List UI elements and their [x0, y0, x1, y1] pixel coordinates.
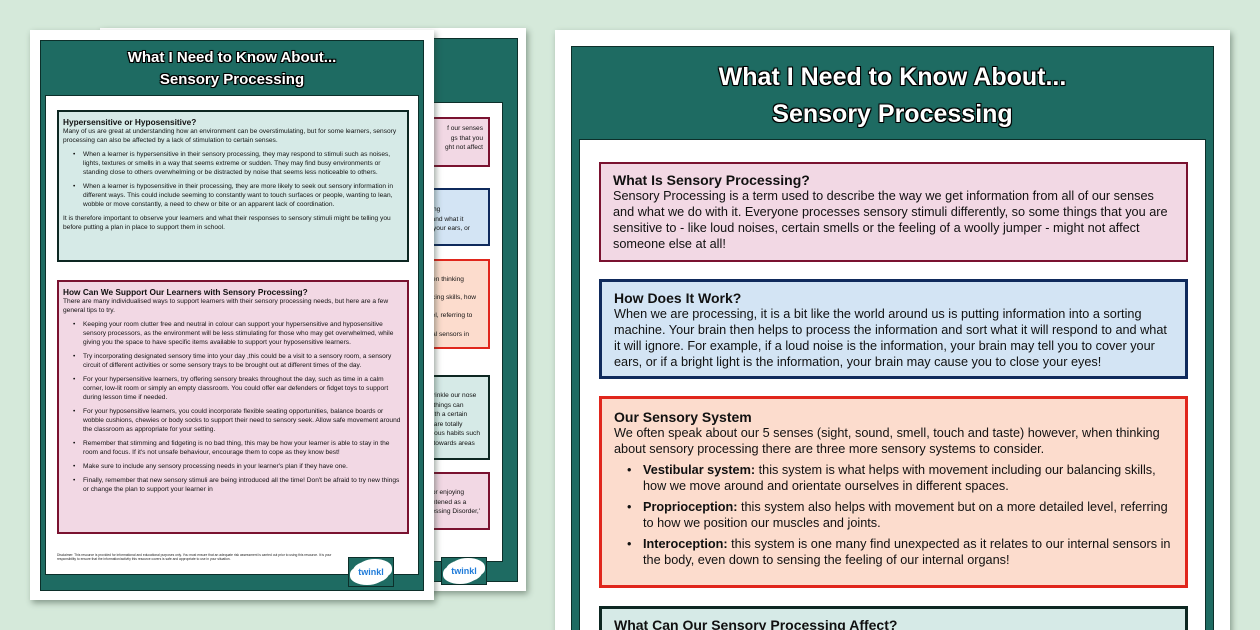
- page-frame: What I Need to Know About... Sensory Pro…: [40, 40, 424, 591]
- worksheet-page-1[interactable]: What I Need to Know About... Sensory Pro…: [30, 30, 434, 600]
- page-inner: What Is Sensory Processing? Sensory Proc…: [579, 139, 1206, 630]
- bullet-item: Finally, remember that new sensory stimu…: [63, 476, 403, 494]
- how-does-it-work-section: How Does It Work? When we are processing…: [599, 279, 1188, 379]
- bullet-list: Keeping your room clutter free and neutr…: [63, 320, 403, 494]
- section-heading: What Can Our Sensory Processing Affect?: [614, 617, 898, 630]
- bullet-item: When a learner is hyposensitive in their…: [63, 182, 403, 209]
- bullet-item-proprioception: Proprioception: this system also helps w…: [614, 499, 1173, 531]
- section-body: When we are processing, it is a bit like…: [614, 307, 1167, 369]
- bullet-item: Try incorporating designated sensory tim…: [63, 352, 403, 370]
- section-heading: What Is Sensory Processing?: [613, 172, 810, 188]
- page-frame: What I Need to Know About... Sensory Pro…: [571, 46, 1214, 630]
- bullet-item-vestibular: Vestibular system: this system is what h…: [614, 462, 1173, 494]
- support-section: How Can We Support Our Learners with Sen…: [57, 280, 409, 534]
- section-heading: How Does It Work?: [614, 290, 742, 306]
- bullet-item: When a learner is hypersensitive in thei…: [63, 150, 403, 177]
- disclaimer-text: Disclaimer: This resource is provided fo…: [57, 553, 332, 562]
- section-heading: Hypersensitive or Hyposensitive?: [63, 117, 197, 127]
- worksheet-page-3[interactable]: What I Need to Know About... Sensory Pro…: [555, 30, 1230, 630]
- bullet-item-interoception: Interoception: this system is one many f…: [614, 536, 1173, 568]
- bullet-item: For your hyposensitive learners, you cou…: [63, 407, 403, 434]
- page-title: What I Need to Know About... Sensory Pro…: [127, 49, 337, 88]
- section-heading: Our Sensory System: [614, 409, 752, 425]
- page-inner: Hypersensitive or Hyposensitive? Many of…: [45, 95, 419, 575]
- section-intro: There are many individualised ways to su…: [63, 298, 389, 314]
- peek-text: wrinkle our nose s things can with a cer…: [428, 392, 480, 447]
- peek-text: , or enjoying ghtened as a cessing Disor…: [428, 489, 480, 516]
- twinkl-logo-tab: twinkl: [348, 557, 394, 587]
- bullet-item: For your hypersensitive learners, try of…: [63, 375, 403, 402]
- bullet-list: When a learner is hypersensitive in thei…: [63, 150, 403, 209]
- bullet-list: Vestibular system: this system is what h…: [614, 462, 1173, 568]
- what-can-it-affect-section: What Can Our Sensory Processing Affect?: [599, 606, 1188, 630]
- bullet-item: Remember that stimming and fidgeting is …: [63, 439, 403, 457]
- hypersensitive-section: Hypersensitive or Hyposensitive? Many of…: [57, 110, 409, 262]
- bullet-item: Make sure to include any sensory process…: [63, 462, 403, 471]
- bullet-item: Keeping your room clutter free and neutr…: [63, 320, 403, 347]
- our-sensory-system-section: Our Sensory System We often speak about …: [599, 396, 1188, 588]
- page-title: What I Need to Know About... Sensory Pro…: [718, 63, 1067, 128]
- what-is-sensory-processing-section: What Is Sensory Processing? Sensory Proc…: [599, 162, 1188, 262]
- twinkl-logo-tab: twinkl: [441, 557, 487, 585]
- peek-text: hen thinking ncing skills, how vel, refe…: [428, 276, 476, 338]
- section-intro: We often speak about our 5 senses (sight…: [614, 426, 1160, 456]
- section-outro: It is therefore important to observe you…: [63, 215, 391, 231]
- peek-text: f our senses gs that you ght not affect: [444, 125, 483, 152]
- twinkl-logo: twinkl: [353, 561, 389, 583]
- twinkl-logo: twinkl: [446, 560, 482, 582]
- section-heading: How Can We Support Our Learners with Sen…: [63, 287, 308, 297]
- section-body: Sensory Processing is a term used to des…: [613, 189, 1168, 251]
- section-intro: Many of us are great at understanding ho…: [63, 128, 397, 144]
